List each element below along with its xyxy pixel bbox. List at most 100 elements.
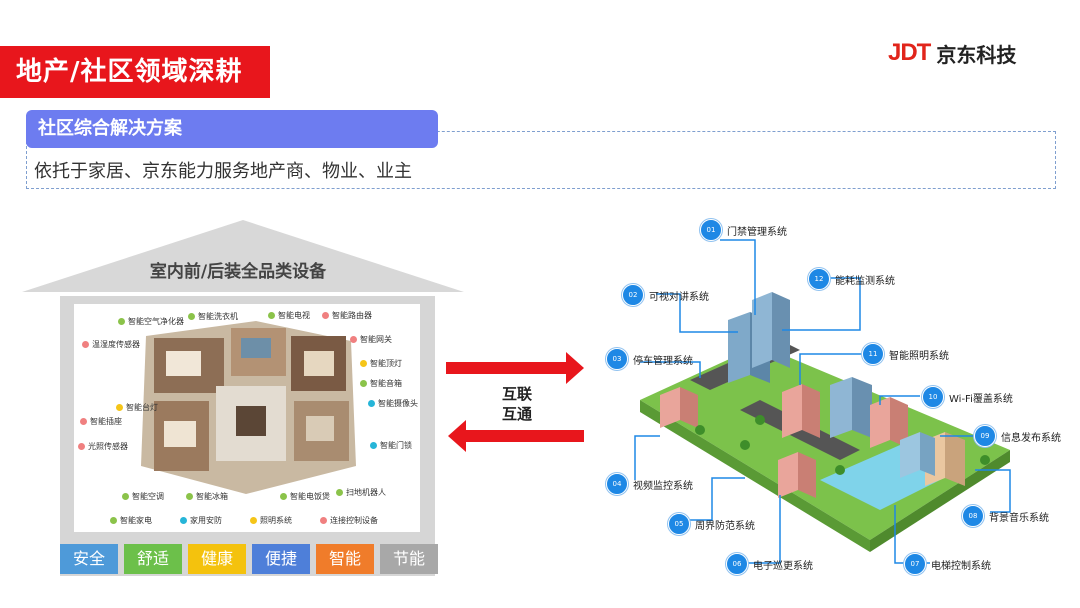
system-label: 门禁管理系统 [727, 226, 787, 238]
interconnect-label: 互联 互通 [482, 384, 552, 424]
device-label: 智能空调 [122, 491, 164, 502]
device-label-text: 智能台灯 [126, 403, 158, 412]
device-label-text: 智能洗衣机 [198, 312, 238, 321]
device-dot-icon [360, 380, 367, 387]
legend-item: 家用安防 [180, 515, 222, 526]
system-number-badge: 03 [606, 348, 628, 370]
system-label: 智能照明系统 [889, 350, 949, 362]
feature-tag: 智能 [316, 544, 374, 574]
device-dot-icon [122, 493, 129, 500]
device-label-text: 智能插座 [90, 417, 122, 426]
device-label: 智能顶灯 [360, 358, 402, 369]
house-label: 室内前/后装全品类设备 [149, 262, 327, 282]
legend-label: 连接控制设备 [330, 516, 378, 525]
legend-label: 家用安防 [190, 516, 222, 525]
system-label: 电子巡更系统 [753, 560, 813, 572]
system-label: 视频监控系统 [633, 480, 693, 492]
page-title: 地产/社区领域深耕 [0, 46, 270, 98]
system-number-badge: 02 [622, 284, 644, 306]
device-label-text: 智能冰箱 [196, 492, 228, 501]
jdt-logo: JDT 京东科技 [888, 38, 1016, 68]
system-label: 周界防范系统 [695, 520, 755, 532]
device-label-text: 光照传感器 [88, 442, 128, 451]
device-label: 智能冰箱 [186, 491, 228, 502]
device-label-text: 智能电视 [278, 311, 310, 320]
system-number-badge: 06 [726, 553, 748, 575]
device-dot-icon [350, 336, 357, 343]
legend-item: 连接控制设备 [320, 515, 378, 526]
legend-dot-icon [110, 517, 117, 524]
system-label: 可视对讲系统 [649, 291, 709, 303]
device-label: 智能路由器 [322, 310, 372, 321]
legend-item: 照明系统 [250, 515, 292, 526]
system-item: 05 周界防范系统 [668, 513, 755, 535]
device-label: 智能空气净化器 [118, 316, 184, 327]
device-dot-icon [188, 313, 195, 320]
system-label: 电梯控制系统 [931, 560, 991, 572]
legend-dot-icon [180, 517, 187, 524]
bidirectional-arrows [446, 352, 584, 452]
device-label: 智能插座 [80, 416, 122, 427]
device-dot-icon [186, 493, 193, 500]
system-number-badge: 07 [904, 553, 926, 575]
floorplan-image [141, 321, 356, 494]
system-number-badge: 09 [974, 425, 996, 447]
device-dot-icon [78, 443, 85, 450]
system-number-badge: 11 [862, 343, 884, 365]
house-roof [22, 220, 464, 292]
intro-box [26, 131, 1056, 189]
system-item: 04 视频监控系统 [606, 473, 693, 495]
arrow-right-icon [446, 352, 584, 384]
interconnect-label-line1: 互联 [501, 385, 532, 403]
feature-tag: 舒适 [124, 544, 182, 574]
device-label: 智能电饭煲 [280, 491, 330, 502]
device-dot-icon [116, 404, 123, 411]
device-dot-icon [118, 318, 125, 325]
device-label: 温湿度传感器 [82, 339, 140, 350]
system-number-badge: 12 [808, 268, 830, 290]
system-label: Wi-Fi覆盖系统 [949, 393, 1013, 405]
device-dot-icon [368, 400, 375, 407]
device-dot-icon [360, 360, 367, 367]
device-label-text: 智能音箱 [370, 379, 402, 388]
device-label: 光照传感器 [78, 441, 128, 452]
intro-text: 依托于家居、京东能力服务地产商、物业、业主 [34, 161, 412, 182]
system-number-badge: 08 [962, 505, 984, 527]
legend-dot-icon [320, 517, 327, 524]
device-label-text: 智能顶灯 [370, 359, 402, 368]
system-number-badge: 04 [606, 473, 628, 495]
device-dot-icon [322, 312, 329, 319]
system-label: 能耗监测系统 [835, 275, 895, 287]
device-label-text: 智能电饭煲 [290, 492, 330, 501]
feature-tags: 安全舒适健康便捷智能节能 [60, 544, 438, 574]
system-item: 07 电梯控制系统 [904, 553, 991, 575]
device-label: 智能摄像头 [368, 398, 418, 409]
device-label-text: 智能摄像头 [378, 399, 418, 408]
intro-tag: 社区综合解决方案 [26, 110, 438, 148]
system-number-badge: 05 [668, 513, 690, 535]
device-label: 智能音箱 [360, 378, 402, 389]
logo-mark: JDT [888, 39, 931, 66]
system-item: 03 停车管理系统 [606, 348, 693, 370]
device-label-text: 智能门锁 [380, 441, 412, 450]
system-label: 停车管理系统 [633, 355, 693, 367]
legend-label: 智能家电 [120, 516, 152, 525]
legend-label: 照明系统 [260, 516, 292, 525]
system-item: 11 智能照明系统 [862, 343, 949, 365]
device-label: 智能台灯 [116, 402, 158, 413]
device-label-text: 智能路由器 [332, 311, 372, 320]
device-dot-icon [80, 418, 87, 425]
legend-dot-icon [250, 517, 257, 524]
device-label-text: 温湿度传感器 [92, 340, 140, 349]
device-label: 扫地机器人 [336, 487, 386, 498]
device-dot-icon [82, 341, 89, 348]
device-dot-icon [370, 442, 377, 449]
device-label: 智能电视 [268, 310, 310, 321]
system-item: 06 电子巡更系统 [726, 553, 813, 575]
interconnect-label-line2: 互通 [501, 405, 532, 423]
community-illustration [634, 239, 1011, 564]
legend-item: 智能家电 [110, 515, 152, 526]
